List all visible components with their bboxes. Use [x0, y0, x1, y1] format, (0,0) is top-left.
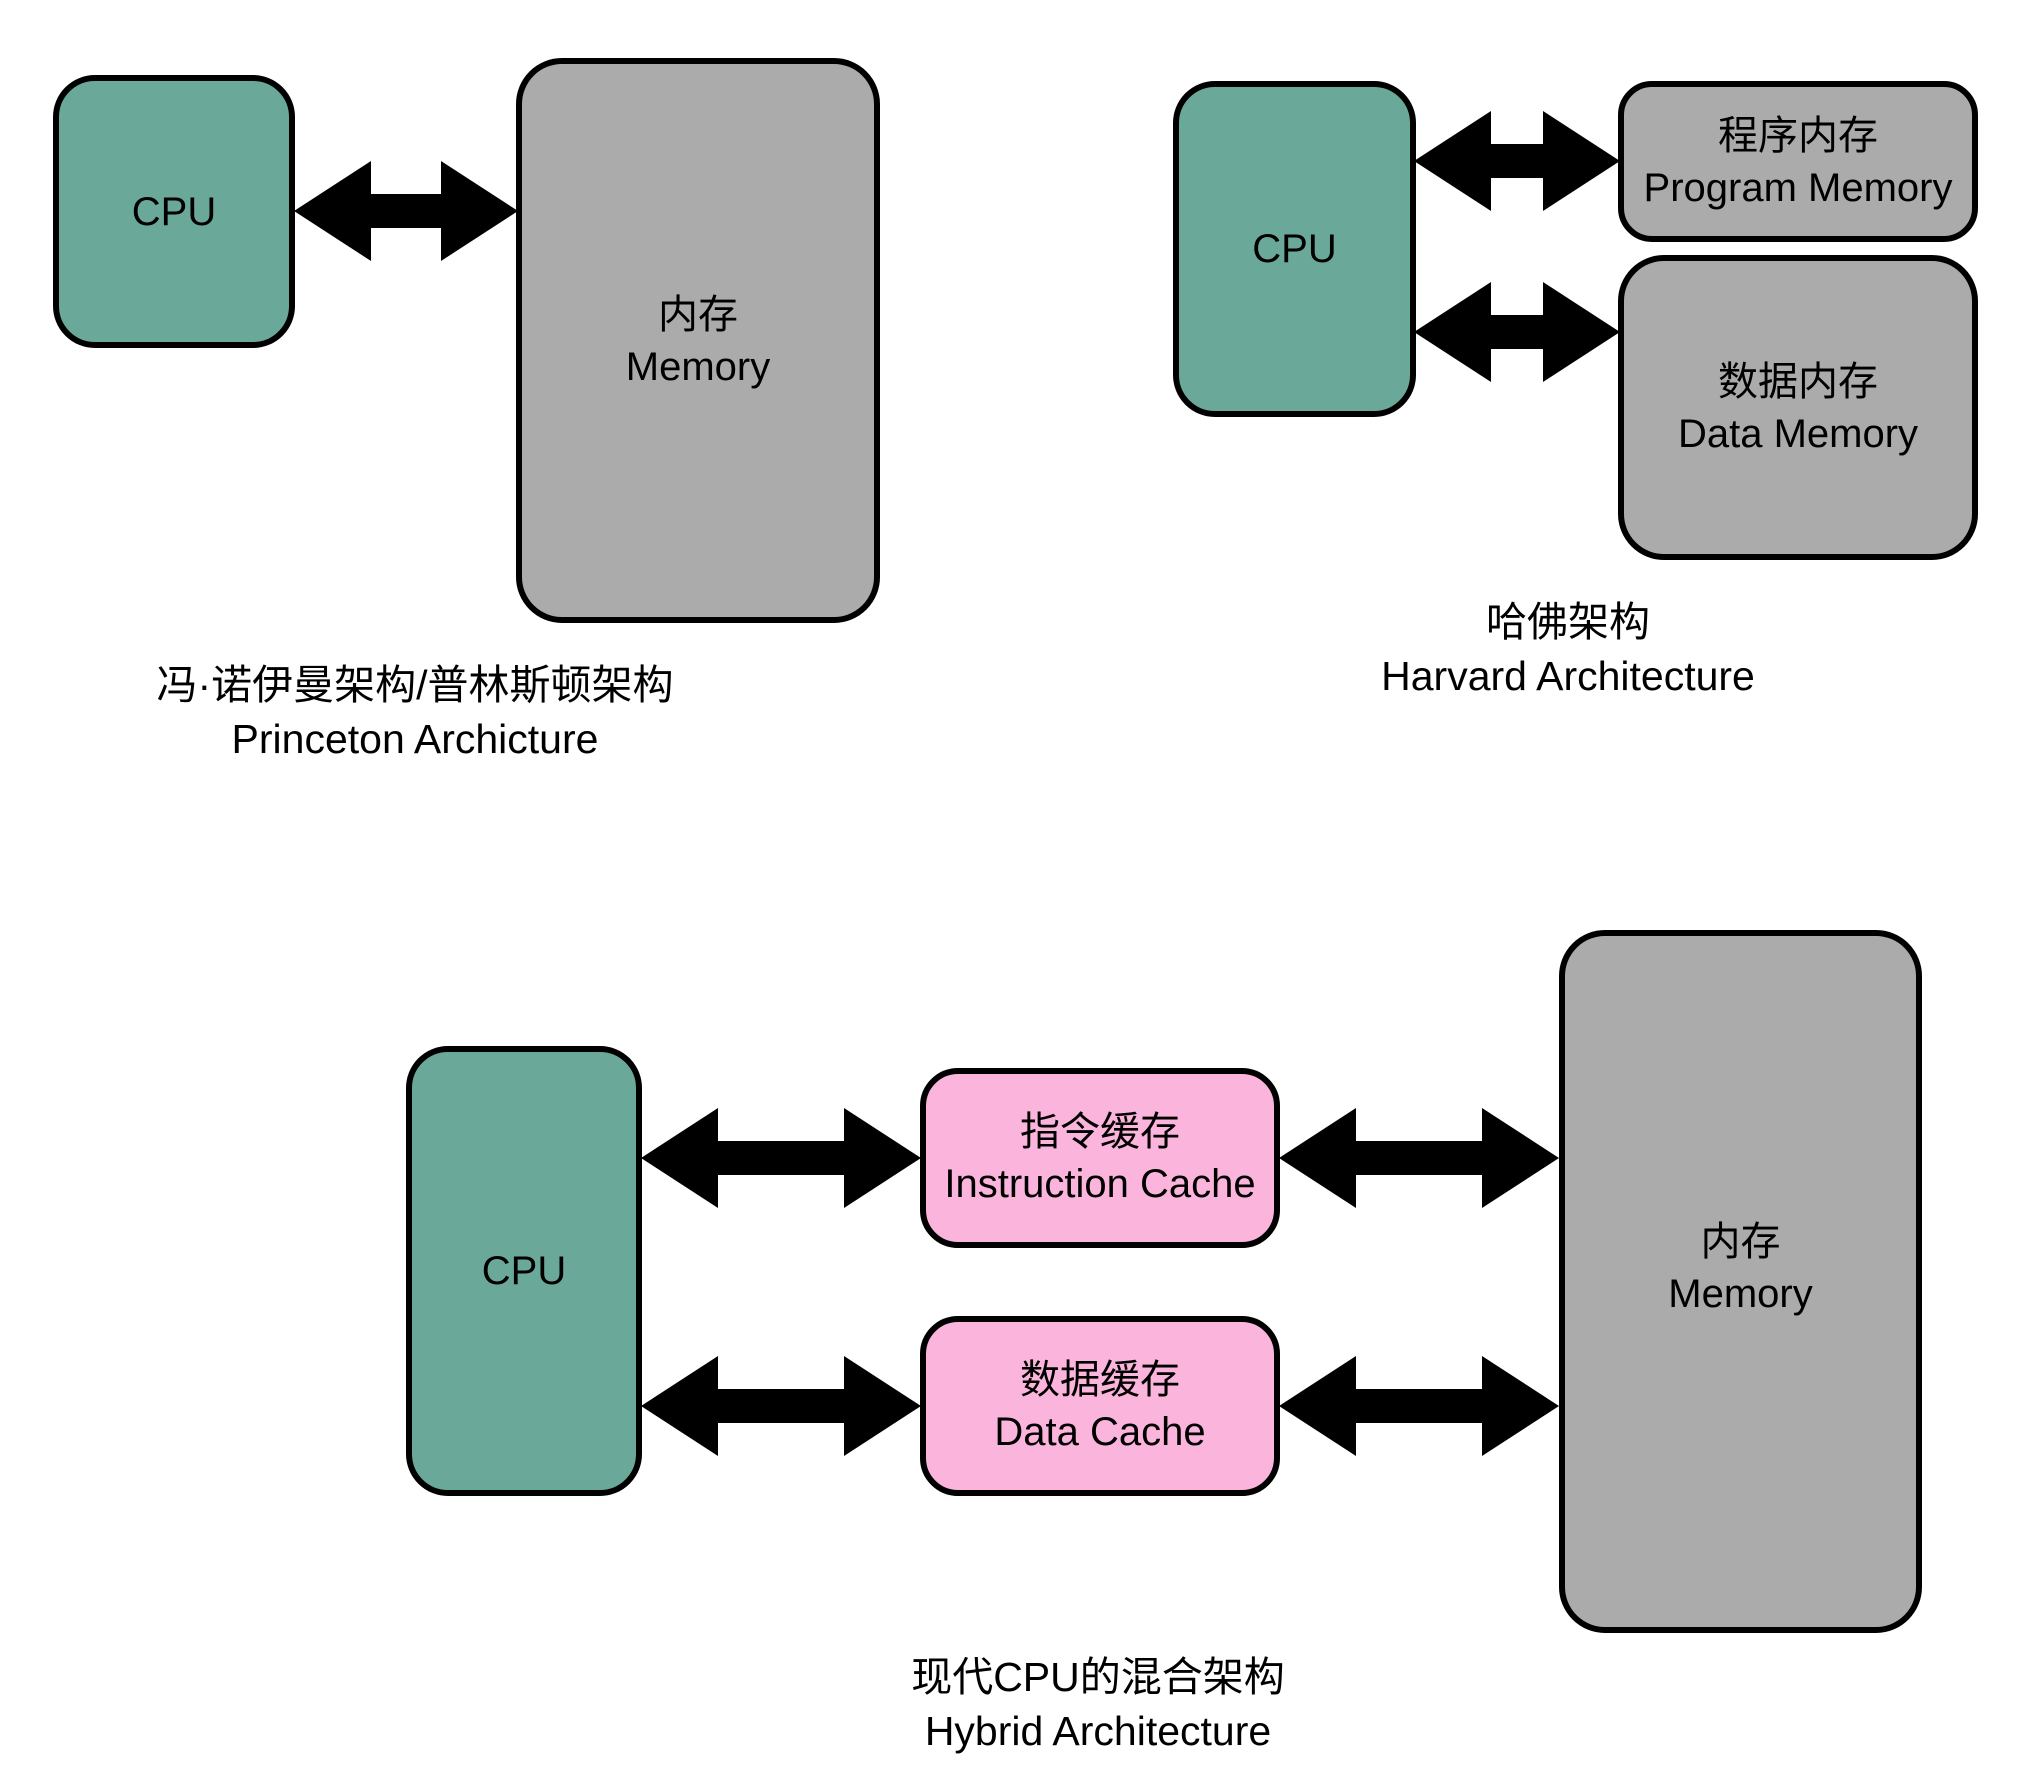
hybrid-caption-zh: 现代CPU的混合架构: [911, 1654, 1285, 1700]
harvard-caption-en: Harvard Architecture: [1381, 653, 1755, 700]
hybrid-instruction-cache-memory-arrow: [1279, 1108, 1559, 1208]
harvard-program-memory-label-zh: 程序内存: [1717, 113, 1878, 158]
hybrid-caption: 现代CPU的混合架构 Hybrid Architecture: [748, 1650, 1448, 1758]
harvard-cpu-box: CPU: [1173, 81, 1416, 417]
harvard-data-memory-label-en: Data Memory: [1677, 411, 1919, 456]
hybrid-cpu-instruction-cache-arrow: [641, 1108, 921, 1208]
hybrid-memory-label-zh: 内存: [1700, 1219, 1781, 1264]
hybrid-data-cache-label-en: Data Cache: [994, 1410, 1206, 1454]
hybrid-instruction-cache-label-zh: 指令缓存: [1020, 1110, 1180, 1154]
princeton-caption-zh: 冯·诺伊曼架构/普林斯顿架构: [156, 662, 674, 708]
hybrid-caption-en: Hybrid Architecture: [924, 1708, 1272, 1755]
hybrid-data-cache-memory-arrow: [1279, 1356, 1559, 1456]
harvard-cpu-data-memory-arrow: [1414, 282, 1620, 382]
princeton-caption: 冯·诺伊曼架构/普林斯顿架构 Princeton Archicture: [65, 658, 765, 766]
hybrid-cpu-label: CPU: [481, 1249, 567, 1293]
hybrid-data-cache-box: 数据缓存 Data Cache: [920, 1316, 1280, 1496]
hybrid-data-cache-label-zh: 数据缓存: [1019, 1358, 1180, 1402]
hybrid-instruction-cache-box: 指令缓存 Instruction Cache: [920, 1068, 1280, 1248]
princeton-cpu-box: CPU: [53, 75, 295, 348]
princeton-memory-label-en: Memory: [625, 344, 771, 389]
harvard-data-memory-label-zh: 数据内存: [1718, 359, 1878, 404]
harvard-program-memory-label-en: Program Memory: [1643, 165, 1953, 210]
princeton-memory-label-zh: 内存: [657, 292, 738, 337]
hybrid-cpu-box: CPU: [406, 1046, 642, 1496]
harvard-program-memory-box: 程序内存 Program Memory: [1618, 81, 1978, 242]
hybrid-memory-label-en: Memory: [1668, 1271, 1813, 1316]
hybrid-cpu-data-cache-arrow: [641, 1356, 921, 1456]
princeton-cpu-memory-arrow: [294, 161, 518, 261]
princeton-caption-en: Princeton Archicture: [231, 716, 599, 763]
hybrid-memory-box: 内存 Memory: [1559, 930, 1922, 1633]
hybrid-instruction-cache-label-en: Instruction Cache: [944, 1162, 1256, 1206]
harvard-caption: 哈佛架构 Harvard Architecture: [1218, 595, 1918, 703]
princeton-memory-box: 内存 Memory: [516, 58, 880, 623]
harvard-cpu-program-memory-arrow: [1414, 111, 1620, 211]
harvard-cpu-label: CPU: [1252, 227, 1337, 271]
harvard-caption-zh: 哈佛架构: [1486, 599, 1650, 645]
harvard-data-memory-box: 数据内存 Data Memory: [1618, 255, 1978, 560]
princeton-cpu-label: CPU: [131, 189, 217, 234]
